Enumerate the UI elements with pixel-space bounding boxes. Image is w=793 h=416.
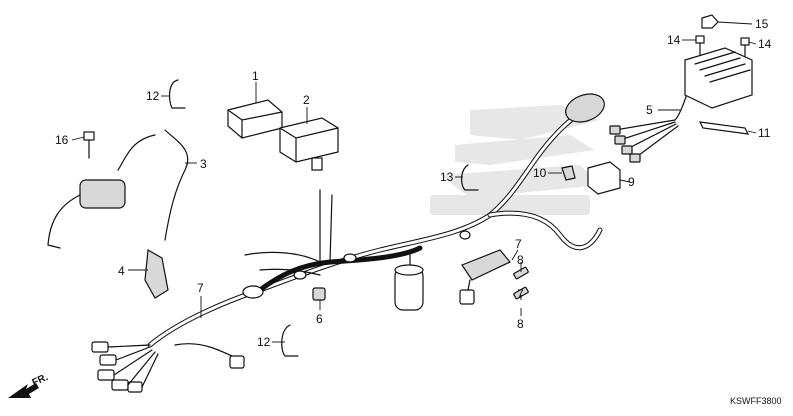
- callout-10: 10: [533, 166, 547, 180]
- part-12-clip-upper: [168, 79, 186, 109]
- part-10-cap: [561, 165, 576, 181]
- callout-8-upper: 8: [517, 253, 524, 267]
- spare-fuses: [513, 266, 529, 300]
- main-wire-harness: [91, 93, 605, 393]
- callout-2: 2: [303, 93, 310, 107]
- diagram-code: KSWFF3800: [730, 396, 782, 406]
- callout-14-left: 14: [667, 33, 681, 47]
- regulator-rectifier: [684, 47, 753, 109]
- front-label: FR.: [31, 372, 50, 389]
- callout-5: 5: [646, 103, 653, 117]
- callout-7-fuse-upper: 7: [515, 237, 522, 251]
- part-15-nut: [701, 14, 719, 29]
- callout-14-right: 14: [758, 37, 772, 51]
- callout-7-fuse-lower: 7: [517, 287, 524, 301]
- part-9-relay: [587, 161, 621, 195]
- part-6-connector: [312, 287, 326, 301]
- callout-9: 9: [628, 175, 635, 189]
- part-16-bolt: [83, 131, 95, 159]
- callout-11: 11: [758, 126, 771, 140]
- condenser: [394, 264, 424, 311]
- callout-4: 4: [118, 264, 125, 278]
- part-4-spark-plug-cap: [144, 249, 169, 299]
- callout-labels: 1 2 3 4 5 6 7 7 7 8 8 9 10 11 12 12 13 1…: [55, 17, 772, 349]
- part-11-bracket: [698, 121, 750, 135]
- callout-16: 16: [55, 133, 69, 147]
- callout-15: 15: [755, 17, 769, 31]
- callout-7-harness: 7: [197, 281, 204, 295]
- front-arrow-icon: [8, 383, 39, 398]
- callout-8-lower: 8: [517, 317, 524, 331]
- callout-13: 13: [440, 170, 454, 184]
- part-2-ecu-box: [279, 117, 339, 171]
- callout-12-upper: 12: [146, 89, 160, 103]
- callout-1: 1: [252, 69, 259, 83]
- leader-lines: [71, 21, 757, 343]
- part-12-clip-lower: [281, 324, 299, 357]
- callout-6: 6: [316, 312, 323, 326]
- part-5-regulator-wiring: [609, 84, 691, 163]
- front-direction-indicator: FR.: [8, 372, 50, 398]
- part-13-clip: [461, 164, 479, 191]
- left-connector-bundle: [91, 341, 245, 393]
- part-14-bolt-left: [695, 35, 705, 56]
- part-14-bolt-right: [740, 37, 750, 58]
- callout-3: 3: [200, 157, 207, 171]
- fuse-box: [459, 249, 511, 305]
- part-3-ignition-coil: [47, 129, 189, 249]
- part-1-relay-cover: [227, 99, 283, 139]
- callout-12-lower: 12: [257, 335, 271, 349]
